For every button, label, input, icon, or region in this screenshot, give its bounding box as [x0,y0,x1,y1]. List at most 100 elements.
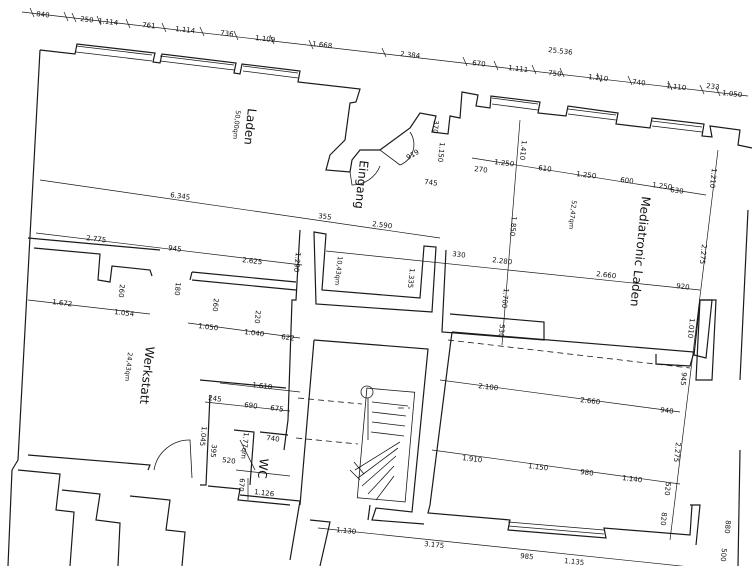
dim-bottom-2: 985 [520,552,534,561]
dim-top-9: 25.536 [548,46,574,57]
dim-werkstatt-4: 260 [211,298,220,312]
dim-top-6: 1.109 [255,34,276,44]
dim-laden-width: 6.345 [170,191,191,202]
dim-top-5: 736 [220,29,235,39]
dim-top-1: 250 [80,15,94,24]
dim-top-15: 1.110 [666,82,687,92]
dim-eingang-4: 270 [474,165,488,175]
dim-row2-3: 1.290 [292,252,302,273]
dim-eingang-7: 1.250 [576,170,597,180]
dim-eingang-1: 370 [431,120,440,134]
dim-top-14: 740 [632,78,646,87]
dim-wc-4: 1.045 [198,426,208,447]
room-laden-name: Laden [241,108,259,146]
dim-wc-2: 690 [244,401,258,411]
dim-right-5: 520 [663,482,672,496]
dim-werkstatt-5: 220 [253,310,262,324]
dim-top-7: 1.668 [312,40,333,50]
dim-werkstatt-6: 1.050 [198,322,219,332]
dim-eingang-14: 530 [497,324,506,338]
dim-right-4: 2.275 [672,442,682,463]
dim-row2-10: 920 [676,282,690,292]
dim-right-6: 820 [659,512,668,526]
wc-dims: 1.610 245 690 675 1.045 395 1.77qm 740 5… [198,381,284,498]
dim-werkstatt-1: 1.054 [114,308,135,318]
dim-wc-7: 740 [266,434,280,444]
dim-wc-3: 675 [270,404,284,414]
dim-bottom-1: 3.175 [424,540,445,550]
dashed-lines [295,339,691,445]
dim-werkstatt-2: 260 [117,284,126,298]
exterior-walls [11,43,753,566]
dim-right-7: 880 [723,520,732,534]
dim-row2-8: 2.280 [492,256,513,266]
dim-right-8: 500 [719,548,728,562]
laden-dims: 6.345 [170,191,191,202]
dim-top-12: 750 [548,69,562,78]
room-werkstatt-area: 24,43qm [123,352,134,382]
dim-wc-8: 520 [222,456,236,466]
dim-right-1: 2.275 [698,244,708,265]
dim-lower-3: 1.910 [462,454,483,464]
room-laden-area: 50,00qm [231,110,242,140]
dim-lower-6: 1.140 [622,474,643,484]
dim-row2-7: 330 [452,250,466,260]
dim-top-3: 761 [142,21,156,30]
dim-row2-9: 2.660 [596,270,617,280]
dim-werkstatt-7: 1.040 [244,328,265,338]
dim-lower-1: 2.660 [580,396,601,406]
lower-dims: 2.100 2.660 940 1.910 1.150 980 1.140 [462,382,674,484]
dim-lower-0: 2.100 [478,382,499,392]
dim-eingang-0: 1.150 [436,142,446,163]
dim-row2-2: 2.625 [242,256,263,266]
dim-row2-0: 2.775 [86,234,107,244]
room-eingang-name: Eingang [352,160,371,210]
werkstatt-dims: 1.672 1.054 260 180 260 220 1.050 1.040 … [52,282,295,343]
dim-top-4: 1.114 [175,25,196,35]
room-mediatronic-area: 52,47qm [567,200,578,230]
staircase [349,385,416,503]
dim-top-8: 2.384 [400,50,421,60]
dim-eingang-8: 600 [620,176,634,186]
dim-eingang-12: 1.850 [508,216,518,237]
dim-row2-1: 945 [168,244,182,254]
dim-wc-9: 1.126 [254,488,275,498]
dim-top-0: 840 [36,10,50,19]
dim-row2-6: 1.335 [406,268,416,289]
dim-eingang-6: 610 [538,164,552,174]
dim-row2-4: 355 [318,212,332,222]
room-mediatronic-name: Mediatronic Laden [627,196,653,308]
dim-eingang-11: 1.410 [518,140,528,161]
dim-row2-5: 2.590 [372,220,393,230]
dim-bottom-0: 1.130 [336,526,357,536]
dim-wc-5: 395 [209,444,218,458]
dim-wc-6: 1.77qm [239,432,250,460]
dim-werkstatt-3: 180 [173,282,182,296]
dim-lower-4: 1.150 [528,462,549,472]
dim-right-0: 1.210 [708,168,718,189]
room-wc-name: WC [255,458,271,480]
bottom-dims: 1.130 3.175 985 1.135 [336,526,585,566]
dim-top-13: 1.110 [588,73,609,83]
dim-top-10: 670 [472,59,486,68]
dim-werkstatt-0: 1.672 [52,298,73,308]
dim-eingang-5: 1.250 [494,158,515,168]
dim-wc-1: 245 [208,394,222,404]
room-flur-area: 10,43qm [333,256,344,286]
dim-lower-5: 980 [580,468,594,478]
top-dimension-line: 840 250 1.114 761 1.114 736 1.109 1.668 … [21,7,749,99]
dim-top-2: 1.114 [98,17,119,27]
row2-dims: 2.775 945 2.625 1.290 355 2.590 1.335 33… [86,212,690,292]
right-side-dims: 1.210 2.275 1.010 945 2.275 520 820 880 … [659,168,732,562]
room-werkstatt-name: Werkstatt [137,346,157,406]
dim-top-16: 233 [706,82,720,91]
dim-lower-2: 940 [660,406,674,416]
dim-right-3: 945 [679,372,688,386]
dim-eingang-2: 919 [405,148,421,162]
dimension-lines [27,119,719,566]
dim-eingang-3: 745 [424,178,438,188]
dim-top-17: 1.050 [722,89,743,99]
dim-wc-10: 670 [237,478,246,492]
door-swings [153,131,415,479]
dim-right-2: 1.010 [686,318,696,339]
